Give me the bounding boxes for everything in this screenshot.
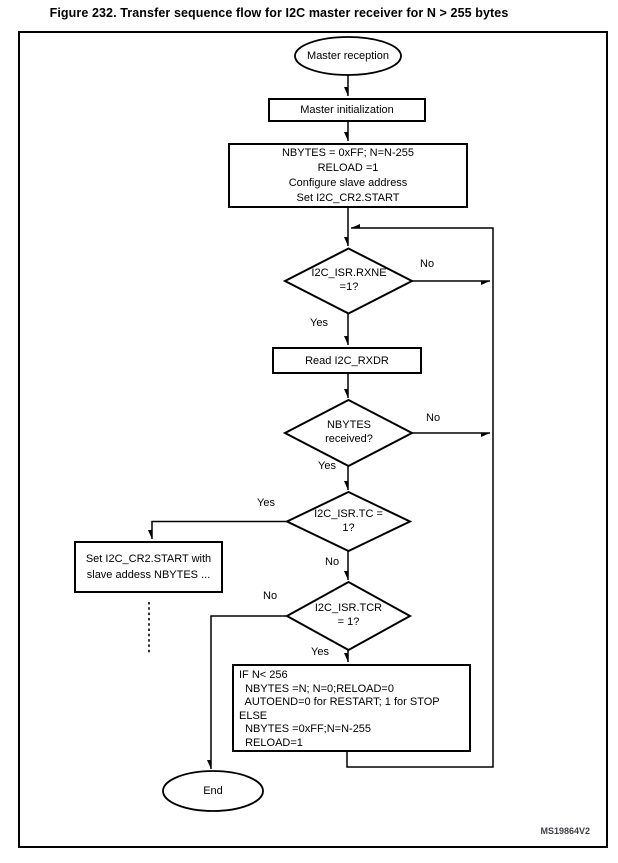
tc-decision-label: I2C_ISR.TC = 1? [287,508,410,535]
nbytes-line2: received? [325,432,373,445]
tc-line1: I2C_ISR.TC = [314,508,383,520]
start-terminator-label: Master reception [307,50,389,62]
config-line: RELOAD =1 [317,161,379,174]
init-box: Master initialization [268,98,426,122]
reload-box: IF N< 256 NBYTES =N; N=0;RELOAD=0 AUTOEN… [232,664,471,752]
arrow-tc-yes [152,520,287,539]
tcr-yes-label: Yes [311,646,329,658]
restart-line: slave addess NBYTES ... [86,569,211,581]
restart-box: Set I2C_CR2.START with slave addess NBYT… [74,541,223,593]
tcr-decision-label: I2C_ISR.TCR = 1? [287,602,410,629]
tcr-line1: I2C_ISR.TCR [314,602,383,614]
config-box: NBYTES = 0xFF; N=N-255 RELOAD =1 Configu… [228,143,468,208]
nbytes-line1: NBYTES [326,419,371,431]
reload-line: IF N< 256 [239,669,288,681]
reload-line: NBYTES =0xFF;N=N-255 [239,723,372,735]
tcr-line2: = 1? [337,615,360,628]
read-rxdr-label: Read I2C_RXDR [305,354,389,367]
tc-no-label: No [325,556,340,568]
config-line: Configure slave address [288,176,408,189]
arrow-tcr-no-to-end [211,615,287,769]
rxne-line2: =1? [339,280,359,293]
end-terminator-label: End [203,785,223,797]
rxne-yes-label: Yes [310,317,328,329]
tcr-no-label: No [263,590,278,602]
rxne-line1: I2C_ISR.RXNE [311,267,387,279]
tc-yes-label: Yes [257,497,275,509]
reload-line: ELSE [239,709,268,722]
read-rxdr-box: Read I2C_RXDR [272,347,422,374]
reload-line: RELOAD=1 [239,736,303,749]
arrow-loopback [346,228,494,768]
tc-line2: 1? [342,521,355,534]
reload-line: NBYTES =N; N=0;RELOAD=0 [239,682,394,695]
config-line: NBYTES = 0xFF; N=N-255 [281,146,415,159]
nbytes-yes-label: Yes [318,460,336,472]
init-label: Master initialization [300,103,394,116]
rxne-no-label: No [420,258,435,270]
end-terminator-shape [162,770,264,812]
figure-frame [18,31,608,848]
nbytes-decision-label: NBYTES received? [286,419,412,446]
figure-title: Figure 232. Transfer sequence flow for I… [49,6,509,20]
figure-id-watermark: MS19864V2 [540,826,590,836]
reload-line: AUTOEND=0 for RESTART; 1 for STOP [239,696,440,708]
config-line: Set I2C_CR2.START [296,191,400,204]
restart-line: Set I2C_CR2.START with [85,553,212,565]
rxne-decision-label: I2C_ISR.RXNE =1? [286,267,412,294]
nbytes-no-label: No [426,412,441,424]
